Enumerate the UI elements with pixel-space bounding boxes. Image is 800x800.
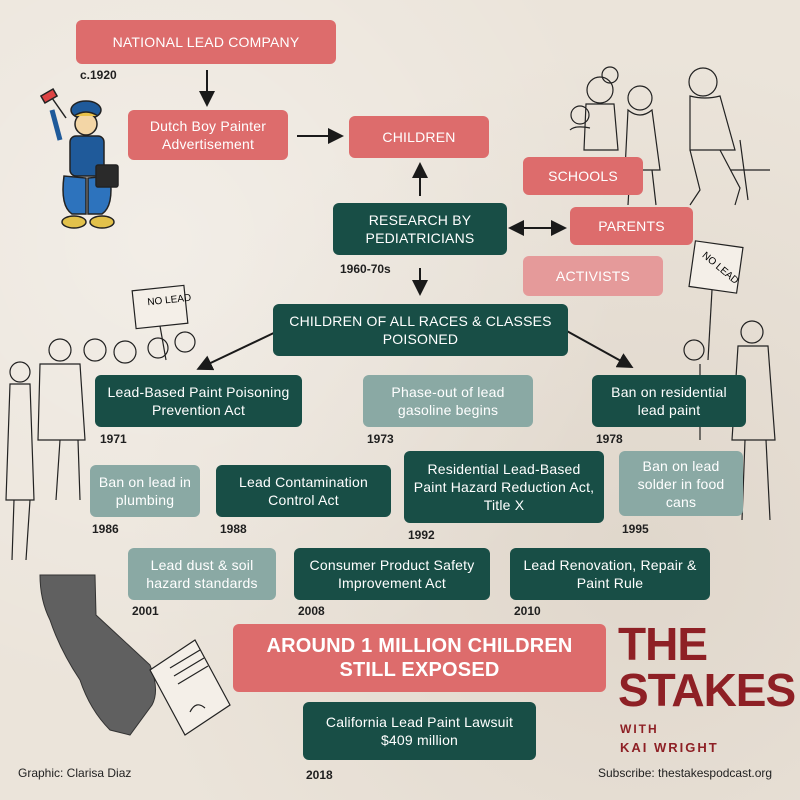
node-residential-paint-ban: Ban on residential lead paint [592, 375, 746, 427]
california-map-illustration [39, 574, 156, 736]
node-food-cans-ban: Ban on lead solder in food cans [619, 451, 743, 516]
node-children: CHILDREN [349, 116, 489, 158]
subscribe-link[interactable]: Subscribe: thestakespodcast.org [598, 766, 773, 780]
year-2008: 2008 [298, 604, 325, 618]
node-research-pediatricians: RESEARCH BY PEDIATRICIANS [333, 203, 507, 255]
flow-arrows [196, 70, 634, 371]
arrow-all-children-to-lbpppa [196, 329, 281, 371]
node-activists: ACTIVISTS [523, 256, 663, 296]
logo-stakes: STAKES [618, 664, 796, 716]
protesters-left-sketch [5, 284, 196, 561]
logo-host: KAI WRIGHT [620, 740, 719, 755]
node-plumbing-ban: Ban on lead in plumbing [90, 465, 200, 517]
year-2001: 2001 [132, 604, 159, 618]
year-1995: 1995 [622, 522, 649, 536]
node-schools: SCHOOLS [523, 157, 643, 195]
year-c1920: c.1920 [80, 68, 117, 82]
year-1960-70s: 1960-70s [340, 262, 391, 276]
logo-the: THE [618, 618, 708, 670]
graphic-credit: Graphic: Clarisa Diaz [18, 766, 132, 780]
year-1986: 1986 [92, 522, 119, 536]
node-still-exposed: AROUND 1 MILLION CHILDREN STILL EXPOSED [233, 624, 606, 692]
arrow-all-children-to-residential-ban [564, 329, 634, 368]
node-dutch-boy-ad: Dutch Boy Painter Advertisement [128, 110, 288, 160]
node-california-lawsuit: California Lead Paint Lawsuit $409 milli… [303, 702, 536, 760]
logo-with: WITH [620, 722, 659, 736]
year-1978: 1978 [596, 432, 623, 446]
node-title-x: Residential Lead-Based Paint Hazard Redu… [404, 451, 604, 523]
node-lbpppa: Lead-Based Paint Poisoning Prevention Ac… [95, 375, 302, 427]
year-2010: 2010 [514, 604, 541, 618]
node-rrp-rule: Lead Renovation, Repair & Paint Rule [510, 548, 710, 600]
node-dust-soil-standards: Lead dust & soil hazard standards [128, 548, 276, 600]
nurse-children-sketch [569, 66, 770, 206]
node-cpsia: Consumer Product Safety Improvement Act [294, 548, 490, 600]
year-1973: 1973 [367, 432, 394, 446]
node-national-lead-company: NATIONAL LEAD COMPANY [76, 20, 336, 64]
node-lcca: Lead Contamination Control Act [216, 465, 391, 517]
dutch-boy-illustration [39, 88, 119, 229]
year-1992: 1992 [408, 528, 435, 542]
node-children-all-races-poisoned: CHILDREN OF ALL RACES & CLASSES POISONED [273, 304, 568, 356]
year-1971: 1971 [100, 432, 127, 446]
lawsuit-document-illustration [149, 639, 231, 736]
year-1988: 1988 [220, 522, 247, 536]
sign-left-text: NO LEAD [147, 293, 192, 309]
node-parents: PARENTS [570, 207, 693, 245]
year-2018: 2018 [306, 768, 333, 782]
node-gasoline-phaseout: Phase-out of lead gasoline begins [363, 375, 533, 427]
